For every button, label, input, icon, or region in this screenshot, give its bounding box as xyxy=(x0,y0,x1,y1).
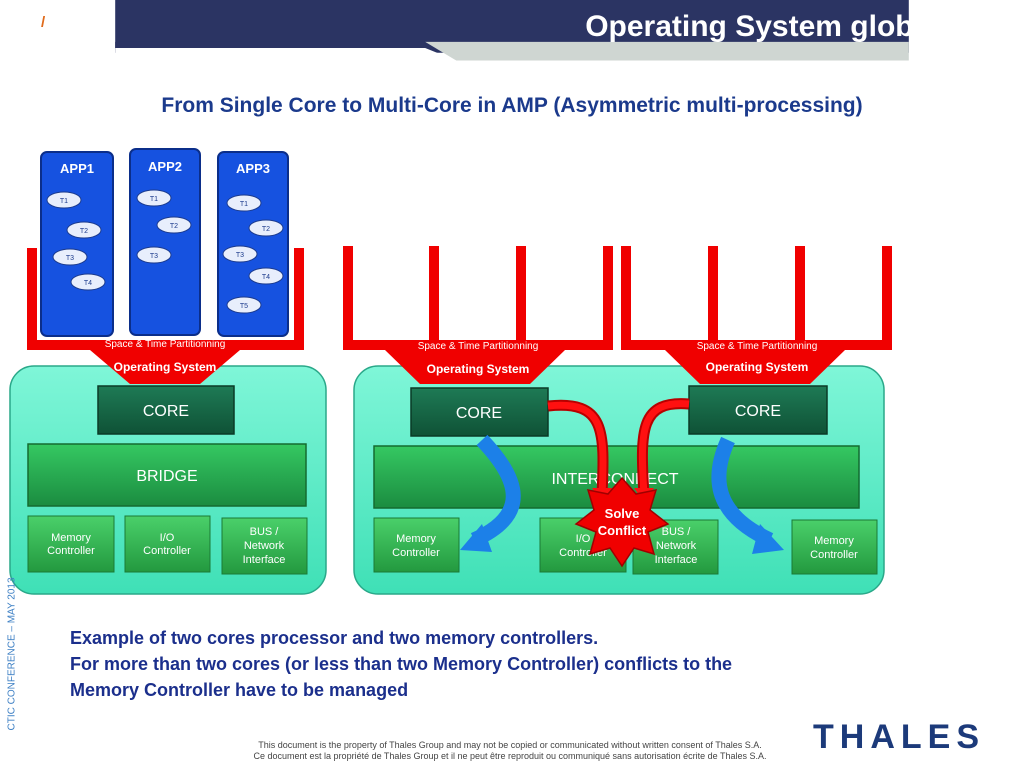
task-label: T4 xyxy=(262,274,270,281)
legal-footer: This document is the property of Thales … xyxy=(150,740,870,762)
module-block xyxy=(221,517,308,575)
module-label: Network xyxy=(656,540,697,552)
thales-logo: THALES xyxy=(813,718,985,756)
core-label: CORE xyxy=(456,405,502,422)
footer-line-en: This document is the property of Thales … xyxy=(258,740,762,750)
page-number: 19 xyxy=(12,14,29,31)
task-label: T5 xyxy=(240,303,248,310)
partition-label: Space & Time Partitionning xyxy=(105,339,226,350)
module-block xyxy=(27,515,115,573)
core-label: CORE xyxy=(735,403,781,420)
task-label: T3 xyxy=(150,253,158,260)
footer-line-fr: Ce document est la propriété de Thales G… xyxy=(253,751,767,761)
access-arrow-left xyxy=(470,434,521,547)
task-label: T3 xyxy=(66,255,74,262)
slide-subtitle: From Single Core to Multi-Core in AMP (A… xyxy=(161,94,863,117)
task-label: T1 xyxy=(150,196,158,203)
os-label: Operating System xyxy=(706,360,809,374)
bridge-block xyxy=(27,443,307,507)
module-label: I/O xyxy=(576,533,591,545)
module-label: Interface xyxy=(243,554,286,566)
slide-title: Operating System global view xyxy=(585,10,1012,43)
task-label: T3 xyxy=(236,252,244,259)
single-partition-funnel xyxy=(27,248,304,384)
multi-partition-funnel-left xyxy=(343,246,613,384)
conflict-label: Solve xyxy=(605,506,640,521)
access-arrow-right xyxy=(711,436,774,547)
explanation-text: Example of two cores processor and two m… xyxy=(70,625,970,703)
module-label: BUS / xyxy=(250,526,280,538)
task-label: T2 xyxy=(262,226,270,233)
app1-label: APP1 xyxy=(60,161,94,176)
explanation-line: Memory Controller have to be managed xyxy=(70,680,409,700)
os-label: Operating System xyxy=(114,360,217,374)
app2-label: APP2 xyxy=(148,159,182,174)
explanation-line: Example of two cores processor and two m… xyxy=(70,628,599,648)
module-label: Memory xyxy=(396,533,436,545)
partition-label: Space & Time Partitionning xyxy=(418,341,539,352)
slide-header xyxy=(115,0,909,61)
svg-text:THALES: THALES xyxy=(813,718,985,756)
task-label: T2 xyxy=(80,228,88,235)
module-label: Controller xyxy=(47,545,95,557)
task-label: T4 xyxy=(84,280,92,287)
task-label: T1 xyxy=(60,198,68,205)
multi-partition-funnel-right xyxy=(621,246,892,384)
module-label: Controller xyxy=(810,549,858,561)
app1-container xyxy=(40,151,114,337)
module-label: Network xyxy=(244,540,285,552)
module-label: Interface xyxy=(655,554,698,566)
conflict-label: Conflict xyxy=(598,523,647,538)
core-right-block xyxy=(688,385,828,435)
task-label: T1 xyxy=(240,201,248,208)
module-label: Controller xyxy=(392,547,440,559)
explanation-line: For more than two cores (or less than tw… xyxy=(70,654,733,674)
module-block xyxy=(373,517,460,573)
single-core-block xyxy=(97,385,235,435)
arrowhead xyxy=(752,524,784,554)
module-block xyxy=(124,515,211,573)
core-label: CORE xyxy=(143,403,189,420)
module-block xyxy=(791,519,878,575)
app2-container xyxy=(129,148,201,336)
task-label: T2 xyxy=(170,223,178,230)
app3-container xyxy=(217,151,289,337)
conference-side-label: CTIC CONFERENCE – MAY 2013 xyxy=(6,577,18,731)
page-separator: / xyxy=(41,14,46,31)
app3-label: APP3 xyxy=(236,161,270,176)
module-label: Memory xyxy=(51,532,91,544)
conflict-burst xyxy=(574,476,670,568)
module-label: I/O xyxy=(160,532,175,544)
module-label: Controller xyxy=(143,545,191,557)
partition-label: Space & Time Partitionning xyxy=(697,341,818,352)
bridge-label: BRIDGE xyxy=(136,468,197,485)
core-left-block xyxy=(410,387,549,437)
module-label: Memory xyxy=(814,535,854,547)
module-label: BUS / xyxy=(662,526,692,538)
arrowhead xyxy=(460,524,492,552)
os-label: Operating System xyxy=(427,362,530,376)
